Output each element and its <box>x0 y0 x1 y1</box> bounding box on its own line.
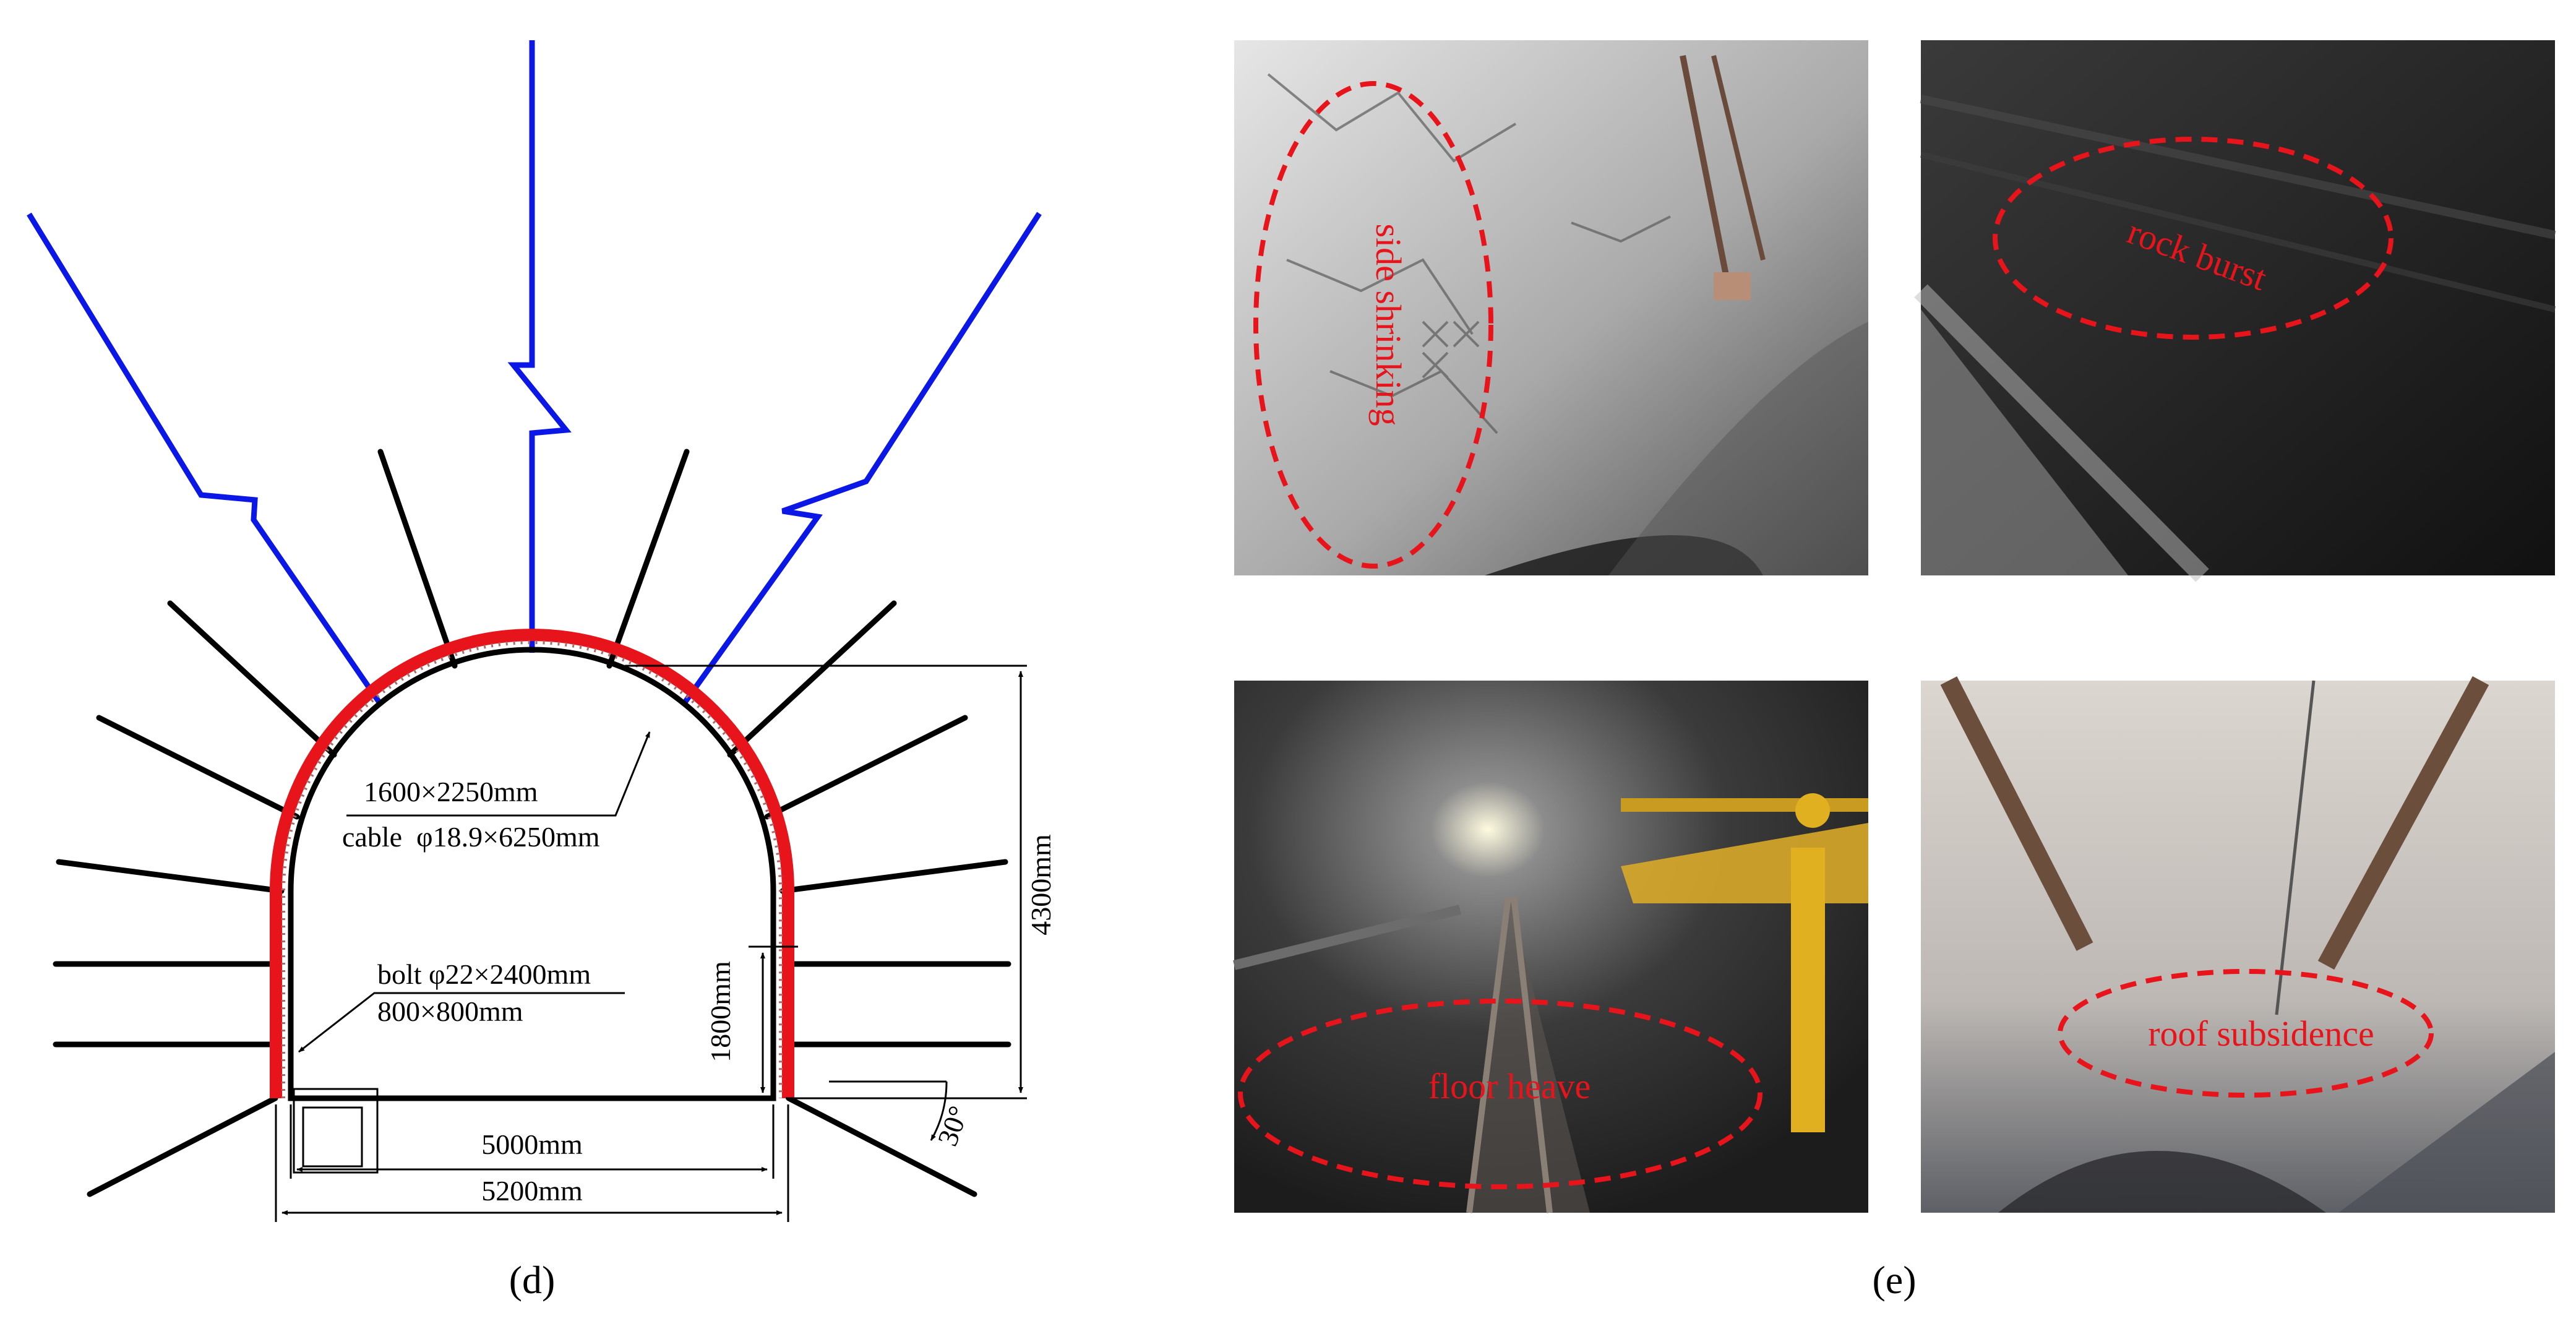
corner-box <box>293 1088 379 1174</box>
cable-spacing-label: 1600×2250mm <box>364 776 538 807</box>
angle-label: 30° <box>931 1102 974 1150</box>
cable-spec-label: cable φ18.9×6250mm <box>342 821 600 853</box>
bolt <box>167 600 337 758</box>
photo-roof-subsidence: roof subsidence <box>1921 676 2555 1213</box>
bolt <box>377 449 458 669</box>
bolt <box>87 1095 278 1197</box>
bolt <box>727 600 897 758</box>
width-inner-label: 5000mm <box>481 1129 583 1160</box>
cable-center <box>507 40 572 653</box>
bolt <box>606 449 690 669</box>
bolt-spec-label: bolt φ22×2400mm <box>377 958 591 990</box>
height-total-label: 4300mm <box>1025 834 1057 936</box>
bolt <box>764 715 968 820</box>
bolt <box>56 859 285 894</box>
dimension-lines <box>275 665 1027 1222</box>
roof-subsidence-label: roof subsidence <box>2148 1013 2374 1054</box>
panel-e: side shrinking rock burst <box>1233 40 2556 1302</box>
panel-d: 1600×2250mm cable φ18.9×6250mm bolt φ22×… <box>27 40 1057 1302</box>
bolt-spacing-label: 800×800mm <box>377 996 523 1027</box>
floor-heave-label: floor heave <box>1428 1066 1591 1106</box>
cable-right <box>681 212 1042 706</box>
photo-floor-heave: floor heave <box>1233 681 1868 1213</box>
bolts <box>53 449 1011 1197</box>
bolt <box>96 715 300 820</box>
width-outer-label: 5200mm <box>481 1175 583 1207</box>
cable-anchors <box>27 40 1042 706</box>
cable-left <box>27 212 383 706</box>
caption-d: (d) <box>509 1258 556 1302</box>
roadway-outline <box>288 647 776 1101</box>
caption-e: (e) <box>1872 1258 1916 1302</box>
corner-box-inner <box>302 1106 363 1168</box>
height-wall-label: 1800mm <box>705 961 736 1062</box>
photo-rock-burst: rock burst <box>1914 40 2556 582</box>
photo-side-shrinking: side shrinking <box>1234 40 1868 575</box>
bolt <box>779 859 1008 894</box>
red-lining <box>270 629 794 1098</box>
side-shrinking-label: side shrinking <box>1368 223 1409 426</box>
bolt <box>786 1095 977 1197</box>
